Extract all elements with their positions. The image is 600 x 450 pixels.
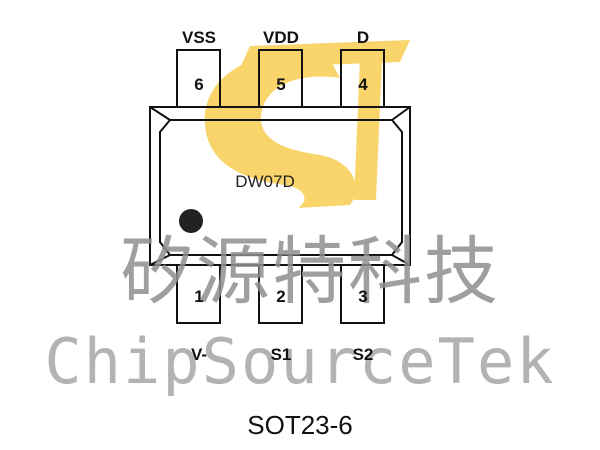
pin-3-name: S2	[352, 345, 374, 364]
pin-5-name: VDD	[263, 28, 299, 47]
pin-4-number: 4	[358, 75, 368, 94]
pin-2-name: S1	[270, 345, 292, 364]
pin-2-number: 2	[276, 287, 286, 306]
company-watermark-english: ChipSourceTek	[44, 325, 556, 398]
pin-1-number: 1	[194, 287, 204, 306]
company-watermark-chinese: 矽源特科技	[120, 229, 500, 315]
pin-3-number: 3	[358, 287, 368, 306]
pin-6-number: 6	[194, 75, 204, 94]
pin-1-name: V-	[190, 345, 208, 364]
pin-4-name: D	[356, 28, 370, 47]
pin1-indicator-dot	[179, 209, 203, 233]
part-number-label: DW07D	[235, 172, 295, 191]
pin-6-name: VSS	[181, 28, 217, 47]
package-type-label: SOT23-6	[247, 410, 353, 440]
pin-5-number: 5	[276, 75, 286, 94]
ic-body-outer	[149, 106, 411, 266]
